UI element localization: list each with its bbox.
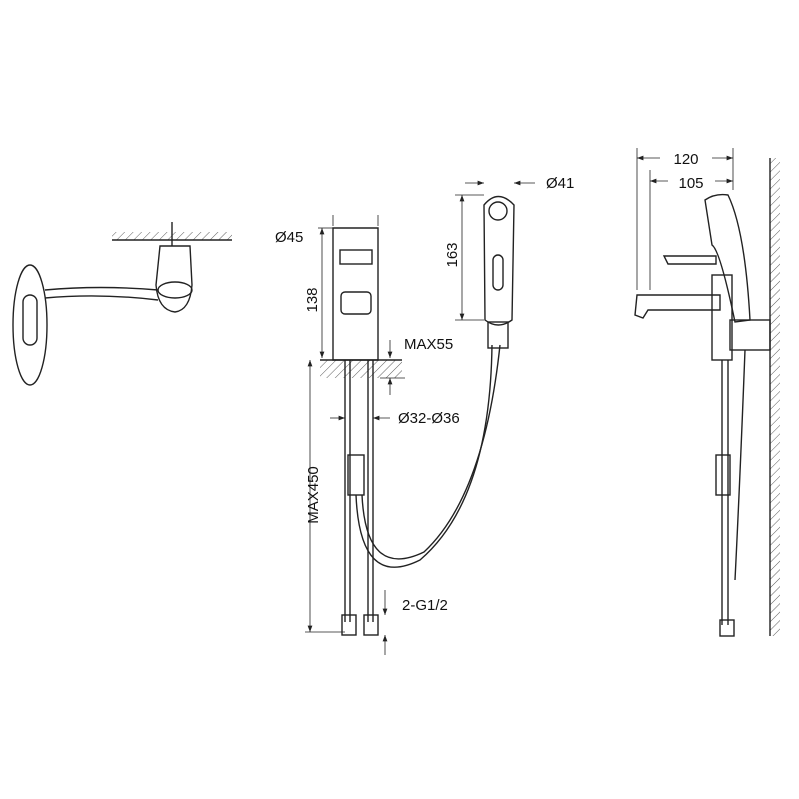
- faucet-body-top: [155, 245, 193, 313]
- counter-hatch: [320, 360, 402, 378]
- top-perspective-view: [12, 222, 232, 386]
- side-handset: [704, 193, 751, 323]
- hose: [355, 344, 493, 568]
- side-view: 120 105: [634, 148, 780, 637]
- projection-spout-label: 105: [678, 175, 703, 192]
- faucet-body: [332, 227, 379, 361]
- projection-total-label: 120: [673, 151, 698, 168]
- handset-height-label: 163: [444, 242, 461, 267]
- spout-diameter-label: Ø45: [275, 229, 303, 246]
- connection-label: 2-G1/2: [402, 597, 448, 614]
- handset: [483, 195, 515, 326]
- wall-hatch: [770, 158, 780, 636]
- hole-diameter-label: Ø32-Ø36: [398, 410, 460, 427]
- counter-thickness-label: MAX55: [404, 336, 453, 353]
- handset-front: [12, 264, 48, 386]
- handset-diameter-label: Ø41: [546, 175, 574, 192]
- front-view: Ø45 138 MAX55 Ø32-Ø36 MAX450 2-G1/2 Ø41 …: [275, 175, 574, 655]
- hose-length-label: MAX450: [305, 466, 322, 524]
- body-height-label: 138: [304, 287, 321, 312]
